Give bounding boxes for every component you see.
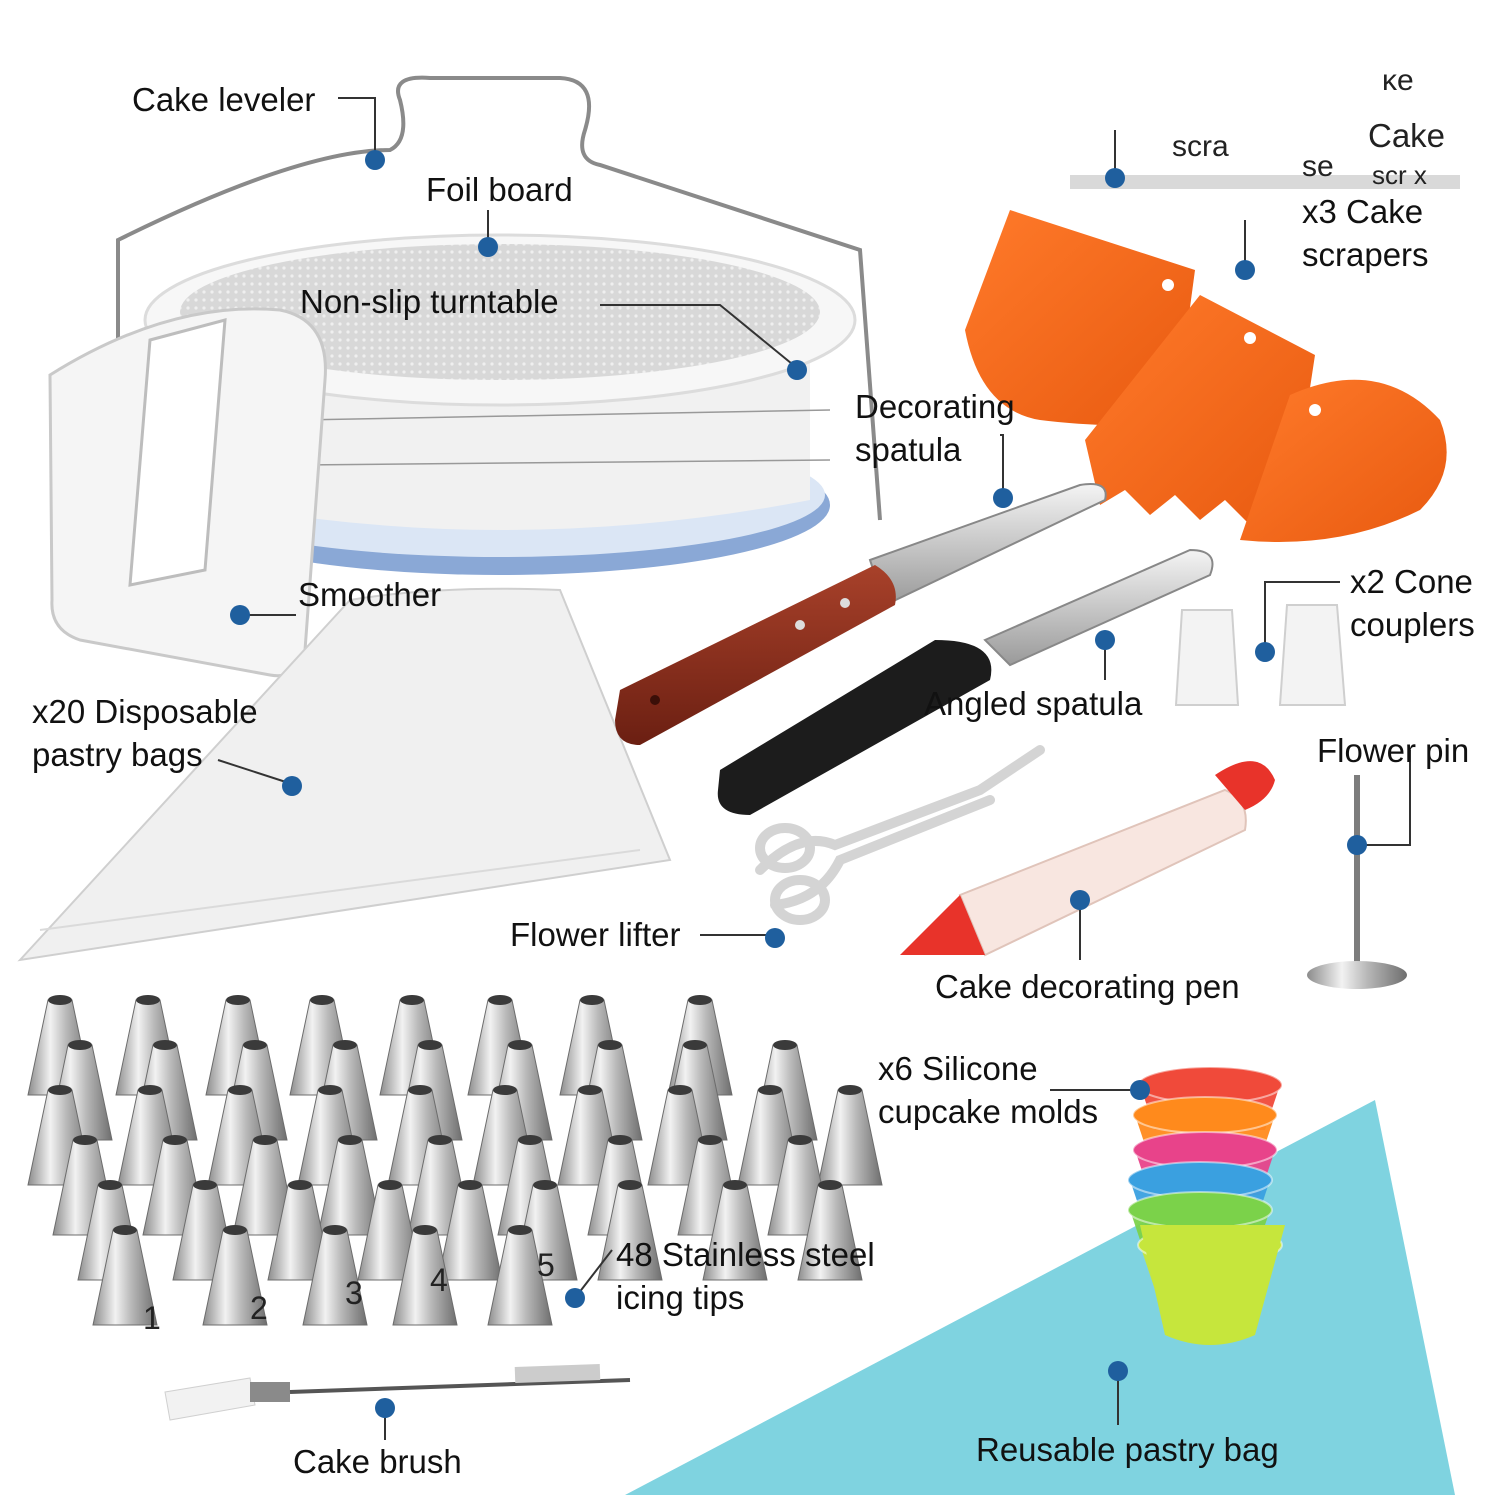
- callout-line: [338, 97, 376, 158]
- ghost-strip: [1070, 175, 1460, 189]
- cake-brush: [164, 1364, 631, 1421]
- label-foil-board: Foil board: [426, 171, 573, 208]
- callout-marker: [1235, 260, 1255, 280]
- tip-number-3: 3: [345, 1275, 363, 1311]
- label-cake-scrapers-2: scrapers: [1302, 236, 1429, 273]
- icing-tip: [487, 1225, 553, 1326]
- turntable: [143, 233, 857, 575]
- callout-marker: [375, 1398, 395, 1418]
- label-cupcake-molds-2: cupcake molds: [878, 1093, 1099, 1130]
- icing-tip: [357, 1180, 423, 1281]
- icing-tip: [392, 1225, 458, 1326]
- label-cone-couplers-2: couplers: [1350, 606, 1475, 643]
- label-decorating-spatula-1: Decorating: [855, 388, 1015, 425]
- cupcake-mold-base: [1140, 1225, 1285, 1345]
- callout-line: [574, 1249, 613, 1299]
- label-non-slip-turntable: Non-slip turntable: [300, 283, 559, 320]
- icing-tip: [437, 1180, 503, 1281]
- callout-line: [217, 759, 293, 785]
- ghost-text-scrx: scr x: [1372, 160, 1427, 190]
- cake-leveler: [116, 75, 882, 521]
- label-backdrop: [620, 1200, 910, 1320]
- callout-marker: [230, 605, 250, 625]
- ghost-text-scra: scra: [1172, 130, 1229, 163]
- label-cake-leveler: Cake leveler: [132, 81, 316, 118]
- cupcake-molds: [1127, 1066, 1285, 1345]
- flower-pin: [1307, 775, 1407, 989]
- callout-line: [600, 304, 798, 369]
- callout-marker: [1130, 1080, 1150, 1100]
- callout-marker: [1108, 1361, 1128, 1381]
- decorating-spatula: [615, 483, 1107, 745]
- label-smoother: Smoother: [298, 576, 442, 613]
- label-icing-tips-2: icing tips: [616, 1279, 745, 1316]
- icing-tip: [702, 1180, 768, 1281]
- label-angled-spatula: Angled spatula: [924, 685, 1143, 722]
- tip-number-5: 5: [537, 1247, 555, 1283]
- callout-marker: [478, 237, 498, 257]
- icing-tip: [817, 1085, 883, 1186]
- icing-tip: [232, 1135, 298, 1236]
- icing-tip: [202, 1225, 268, 1326]
- flower-lifter: [755, 745, 1045, 925]
- callout-marker: [1347, 835, 1367, 855]
- ghost-text-cake: Cake: [1368, 117, 1446, 154]
- cone-couplers: [1174, 604, 1347, 706]
- label-disposable-bags-2: pastry bags: [32, 736, 203, 773]
- tip-number-1: 1: [143, 1300, 161, 1336]
- label-reusable-bag: Reusable pastry bag: [976, 1431, 1279, 1468]
- callout-marker: [282, 776, 302, 796]
- label-cake-brush: Cake brush: [293, 1443, 462, 1480]
- cake-scrapers: [965, 210, 1447, 542]
- label-decorating-spatula-2: spatula: [855, 431, 962, 468]
- angled-spatula: [717, 548, 1214, 815]
- icing-tip: [302, 1225, 368, 1326]
- tip-number-4: 4: [430, 1262, 448, 1298]
- disposable-pastry-bag: [17, 587, 672, 962]
- callout-marker: [1070, 890, 1090, 910]
- callout-line: [1357, 750, 1411, 846]
- label-cake-scrapers-1: x3 Cake: [1302, 193, 1424, 230]
- label-decorating-pen: Cake decorating pen: [935, 968, 1240, 1005]
- callout-marker: [765, 928, 785, 948]
- callout-marker: [787, 360, 807, 380]
- label-cupcake-molds-1: x6 Silicone: [878, 1050, 1038, 1087]
- decorating-pen: [900, 761, 1275, 957]
- label-icing-tips-1: 48 Stainless steel: [616, 1236, 875, 1273]
- tip-number-2: 2: [250, 1290, 268, 1326]
- callout-marker: [1105, 168, 1125, 188]
- smoother: [48, 307, 327, 678]
- ghost-text-e: κe: [1382, 64, 1414, 97]
- icing-tip: [797, 1180, 863, 1281]
- label-flower-pin: Flower pin: [1317, 732, 1470, 769]
- callout-marker: [1095, 630, 1115, 650]
- label-flower-lifter: Flower lifter: [510, 916, 681, 953]
- callout-marker: [565, 1288, 585, 1308]
- callout-line: [1264, 581, 1340, 650]
- label-disposable-bags-1: x20 Disposable: [32, 693, 258, 730]
- ghost-text-se: se: [1302, 150, 1334, 183]
- callout-marker: [993, 488, 1013, 508]
- icing-tips: [27, 995, 883, 1326]
- icing-tip: [92, 1225, 158, 1326]
- callout-marker: [1255, 642, 1275, 662]
- callout-line: [1000, 434, 1004, 498]
- label-cone-couplers-1: x2 Cone: [1350, 563, 1473, 600]
- icing-tip: [597, 1180, 663, 1281]
- callout-marker: [365, 150, 385, 170]
